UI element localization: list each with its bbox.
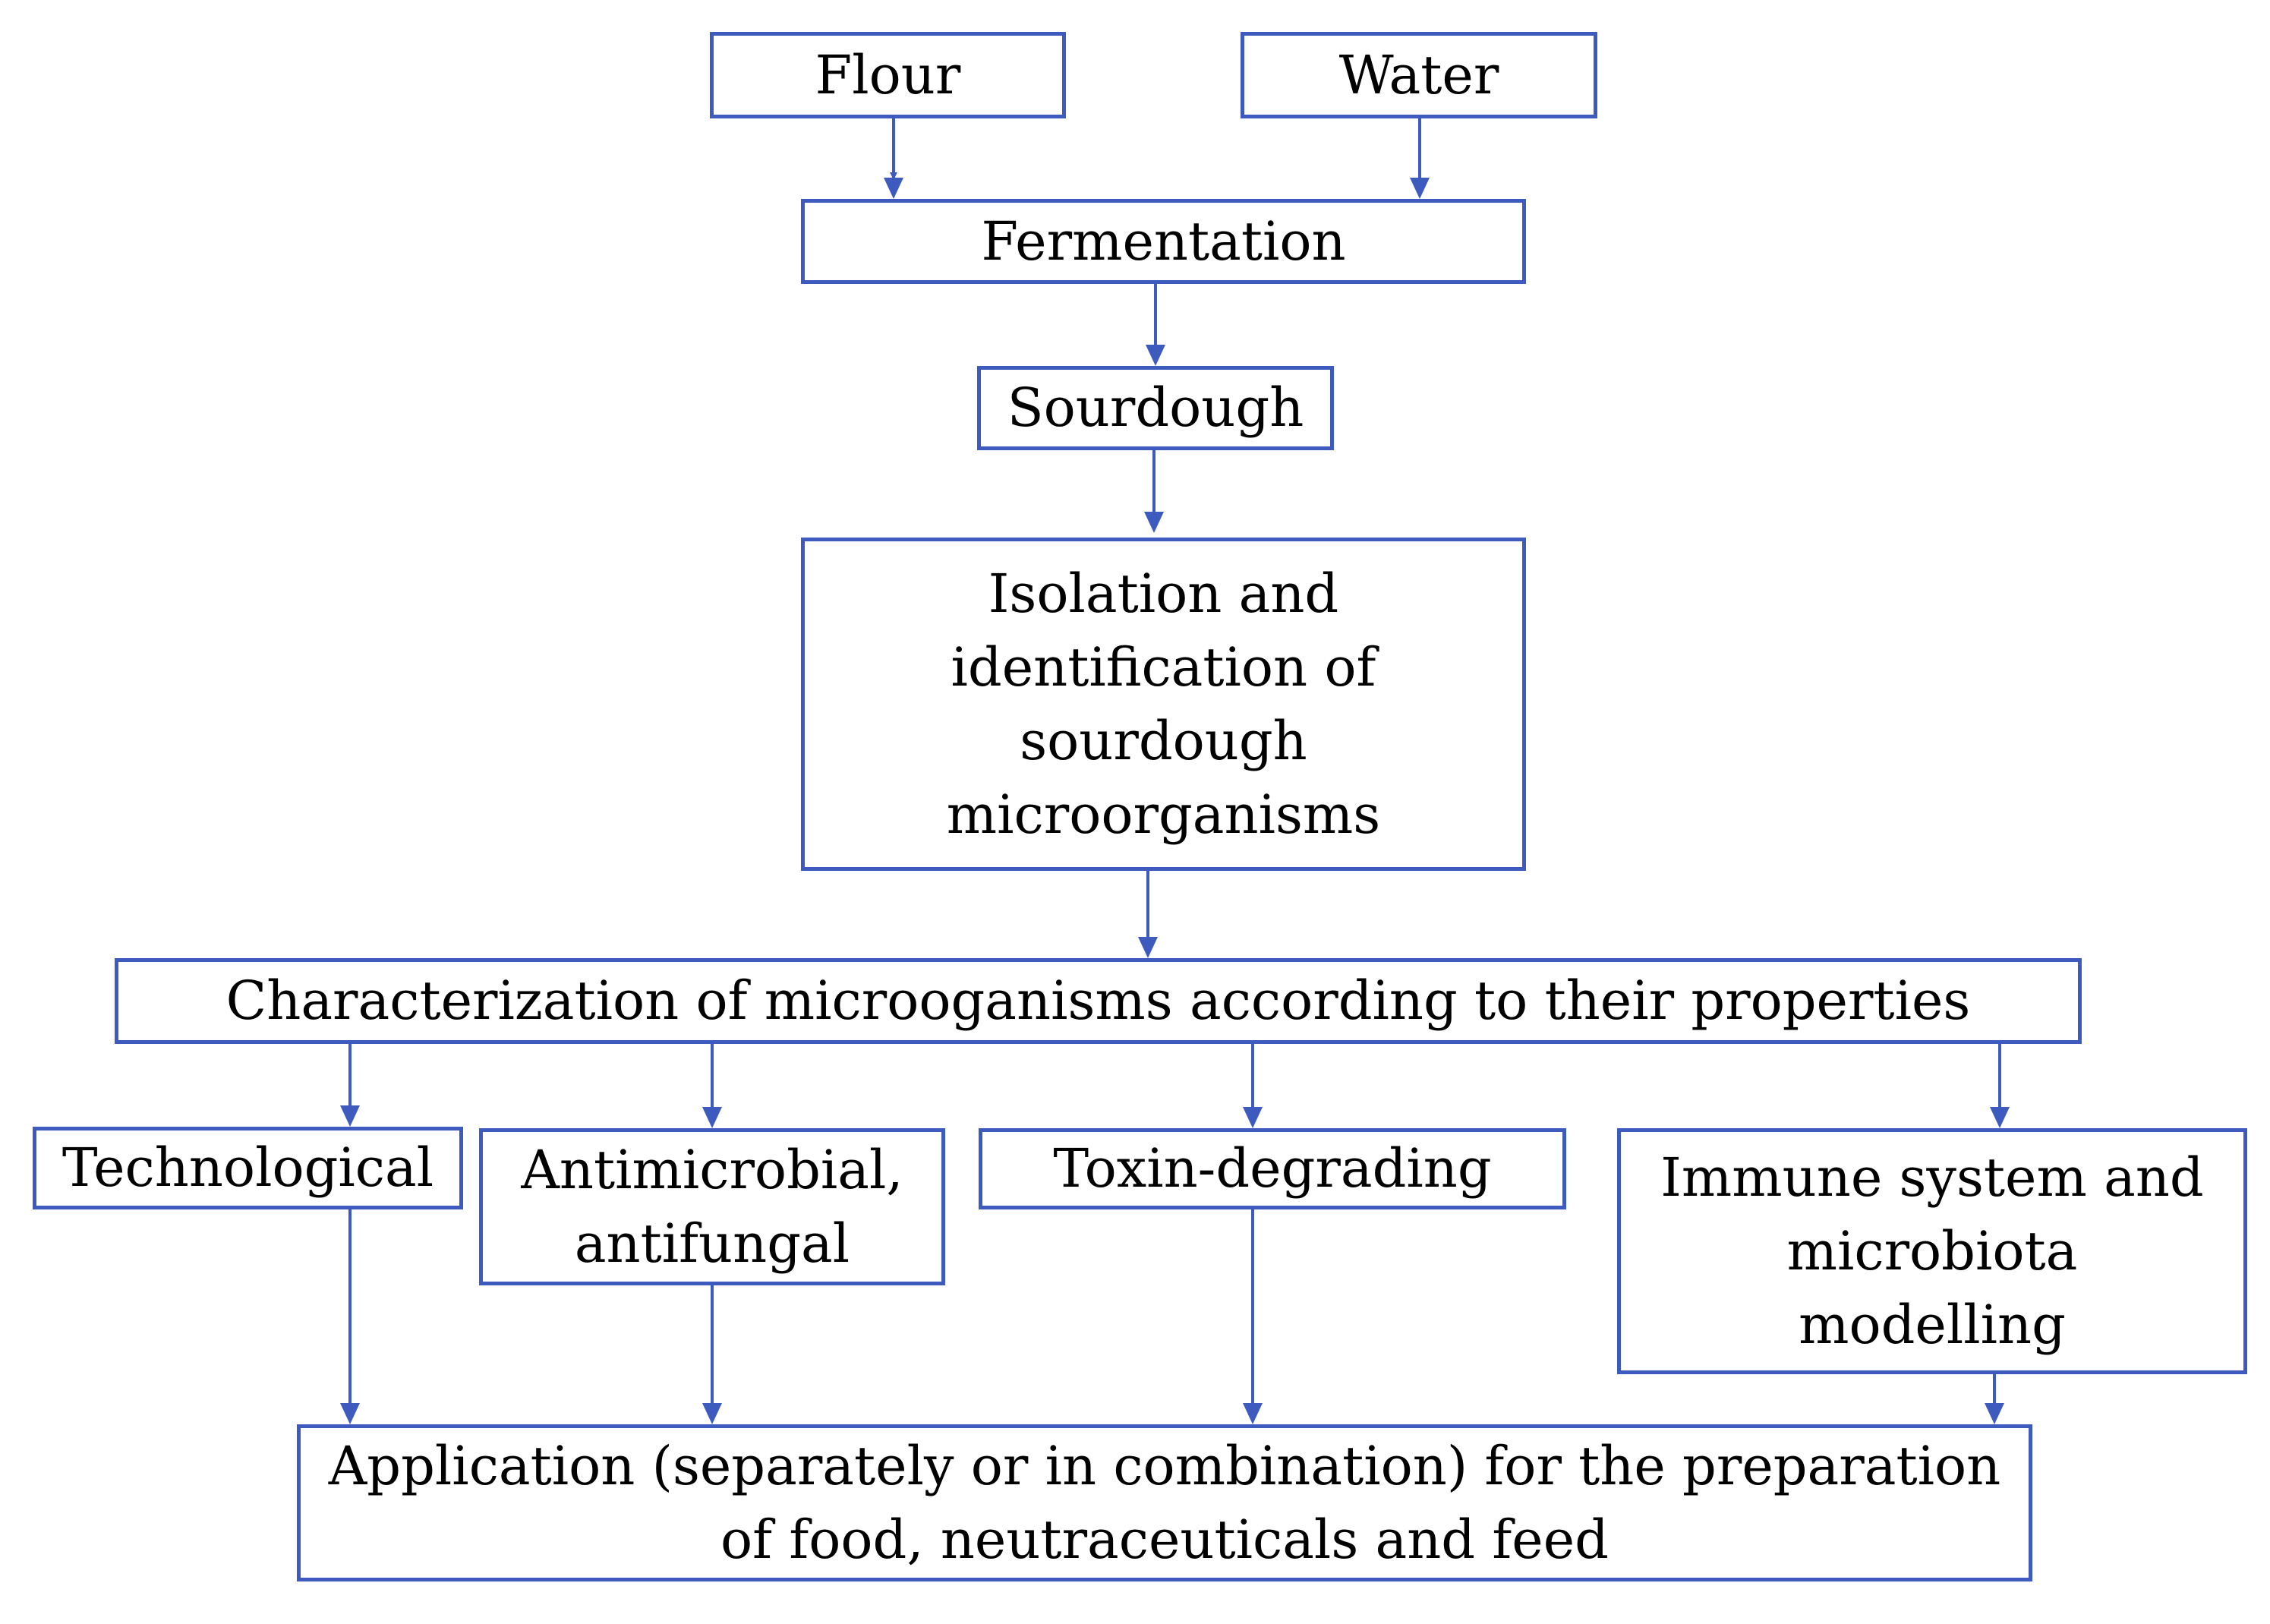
arrowhead-technological-down <box>340 1403 360 1424</box>
isolation-box: Isolation and identification of sourdoug… <box>801 538 1526 871</box>
arrowhead-antimicrobial-down <box>702 1403 722 1424</box>
arrowhead-toxin-degrading <box>1243 1107 1263 1128</box>
arrowhead-antimicrobial <box>702 1107 722 1128</box>
immune-box: Immune system and microbiota modelling <box>1617 1128 2247 1374</box>
arrowhead-sourdough <box>1144 512 1164 533</box>
technological-label: Technological <box>61 1137 434 1199</box>
arrowhead-fermentation <box>1146 345 1165 366</box>
toxin-degrading-box: Toxin-degrading <box>979 1128 1566 1209</box>
flour-label: Flour <box>815 43 961 106</box>
arrowhead-immune-down <box>1985 1403 2004 1424</box>
arrowhead-toxin-degrading-down <box>1243 1403 1263 1424</box>
application-line-2: of food, neutraceuticals and feed <box>720 1508 1609 1571</box>
immune-line-1: Immune system and <box>1660 1146 2204 1209</box>
isolation-line-4: microorganisms <box>946 783 1381 846</box>
immune-line-3: modelling <box>1799 1293 2066 1356</box>
application-box: Application (separately or in combinatio… <box>297 1424 2032 1581</box>
arrowhead-isolation <box>1138 937 1158 958</box>
fermentation-label: Fermentation <box>981 210 1346 273</box>
antimicrobial-line-1: Antimicrobial, <box>521 1138 903 1201</box>
arrowhead-technological <box>340 1105 360 1127</box>
fermentation-box: Fermentation <box>801 199 1526 284</box>
arrowhead-immune <box>1990 1107 2010 1128</box>
immune-line-2: microbiota <box>1786 1219 2078 1282</box>
sourdough-label: Sourdough <box>1007 377 1304 439</box>
isolation-line-1: Isolation and <box>988 562 1339 625</box>
toxin-degrading-label: Toxin-degrading <box>1053 1137 1492 1200</box>
arrowhead-flour <box>884 178 903 199</box>
isolation-line-3: sourdough <box>1020 709 1307 772</box>
water-label: Water <box>1338 43 1499 106</box>
characterization-label: Characterization of microoganisms accord… <box>225 970 1971 1032</box>
arrowhead-water <box>1410 178 1430 199</box>
antimicrobial-line-2: antifungal <box>574 1212 850 1275</box>
technological-box: Technological <box>33 1127 463 1209</box>
characterization-box: Characterization of microoganisms accord… <box>115 958 2082 1044</box>
application-line-1: Application (separately or in combinatio… <box>328 1434 2001 1497</box>
sourdough-box: Sourdough <box>977 366 1334 450</box>
water-box: Water <box>1241 32 1597 118</box>
antimicrobial-box: Antimicrobial, antifungal <box>479 1128 945 1285</box>
flour-box: Flour <box>710 32 1066 118</box>
isolation-line-2: identification of <box>951 635 1376 698</box>
